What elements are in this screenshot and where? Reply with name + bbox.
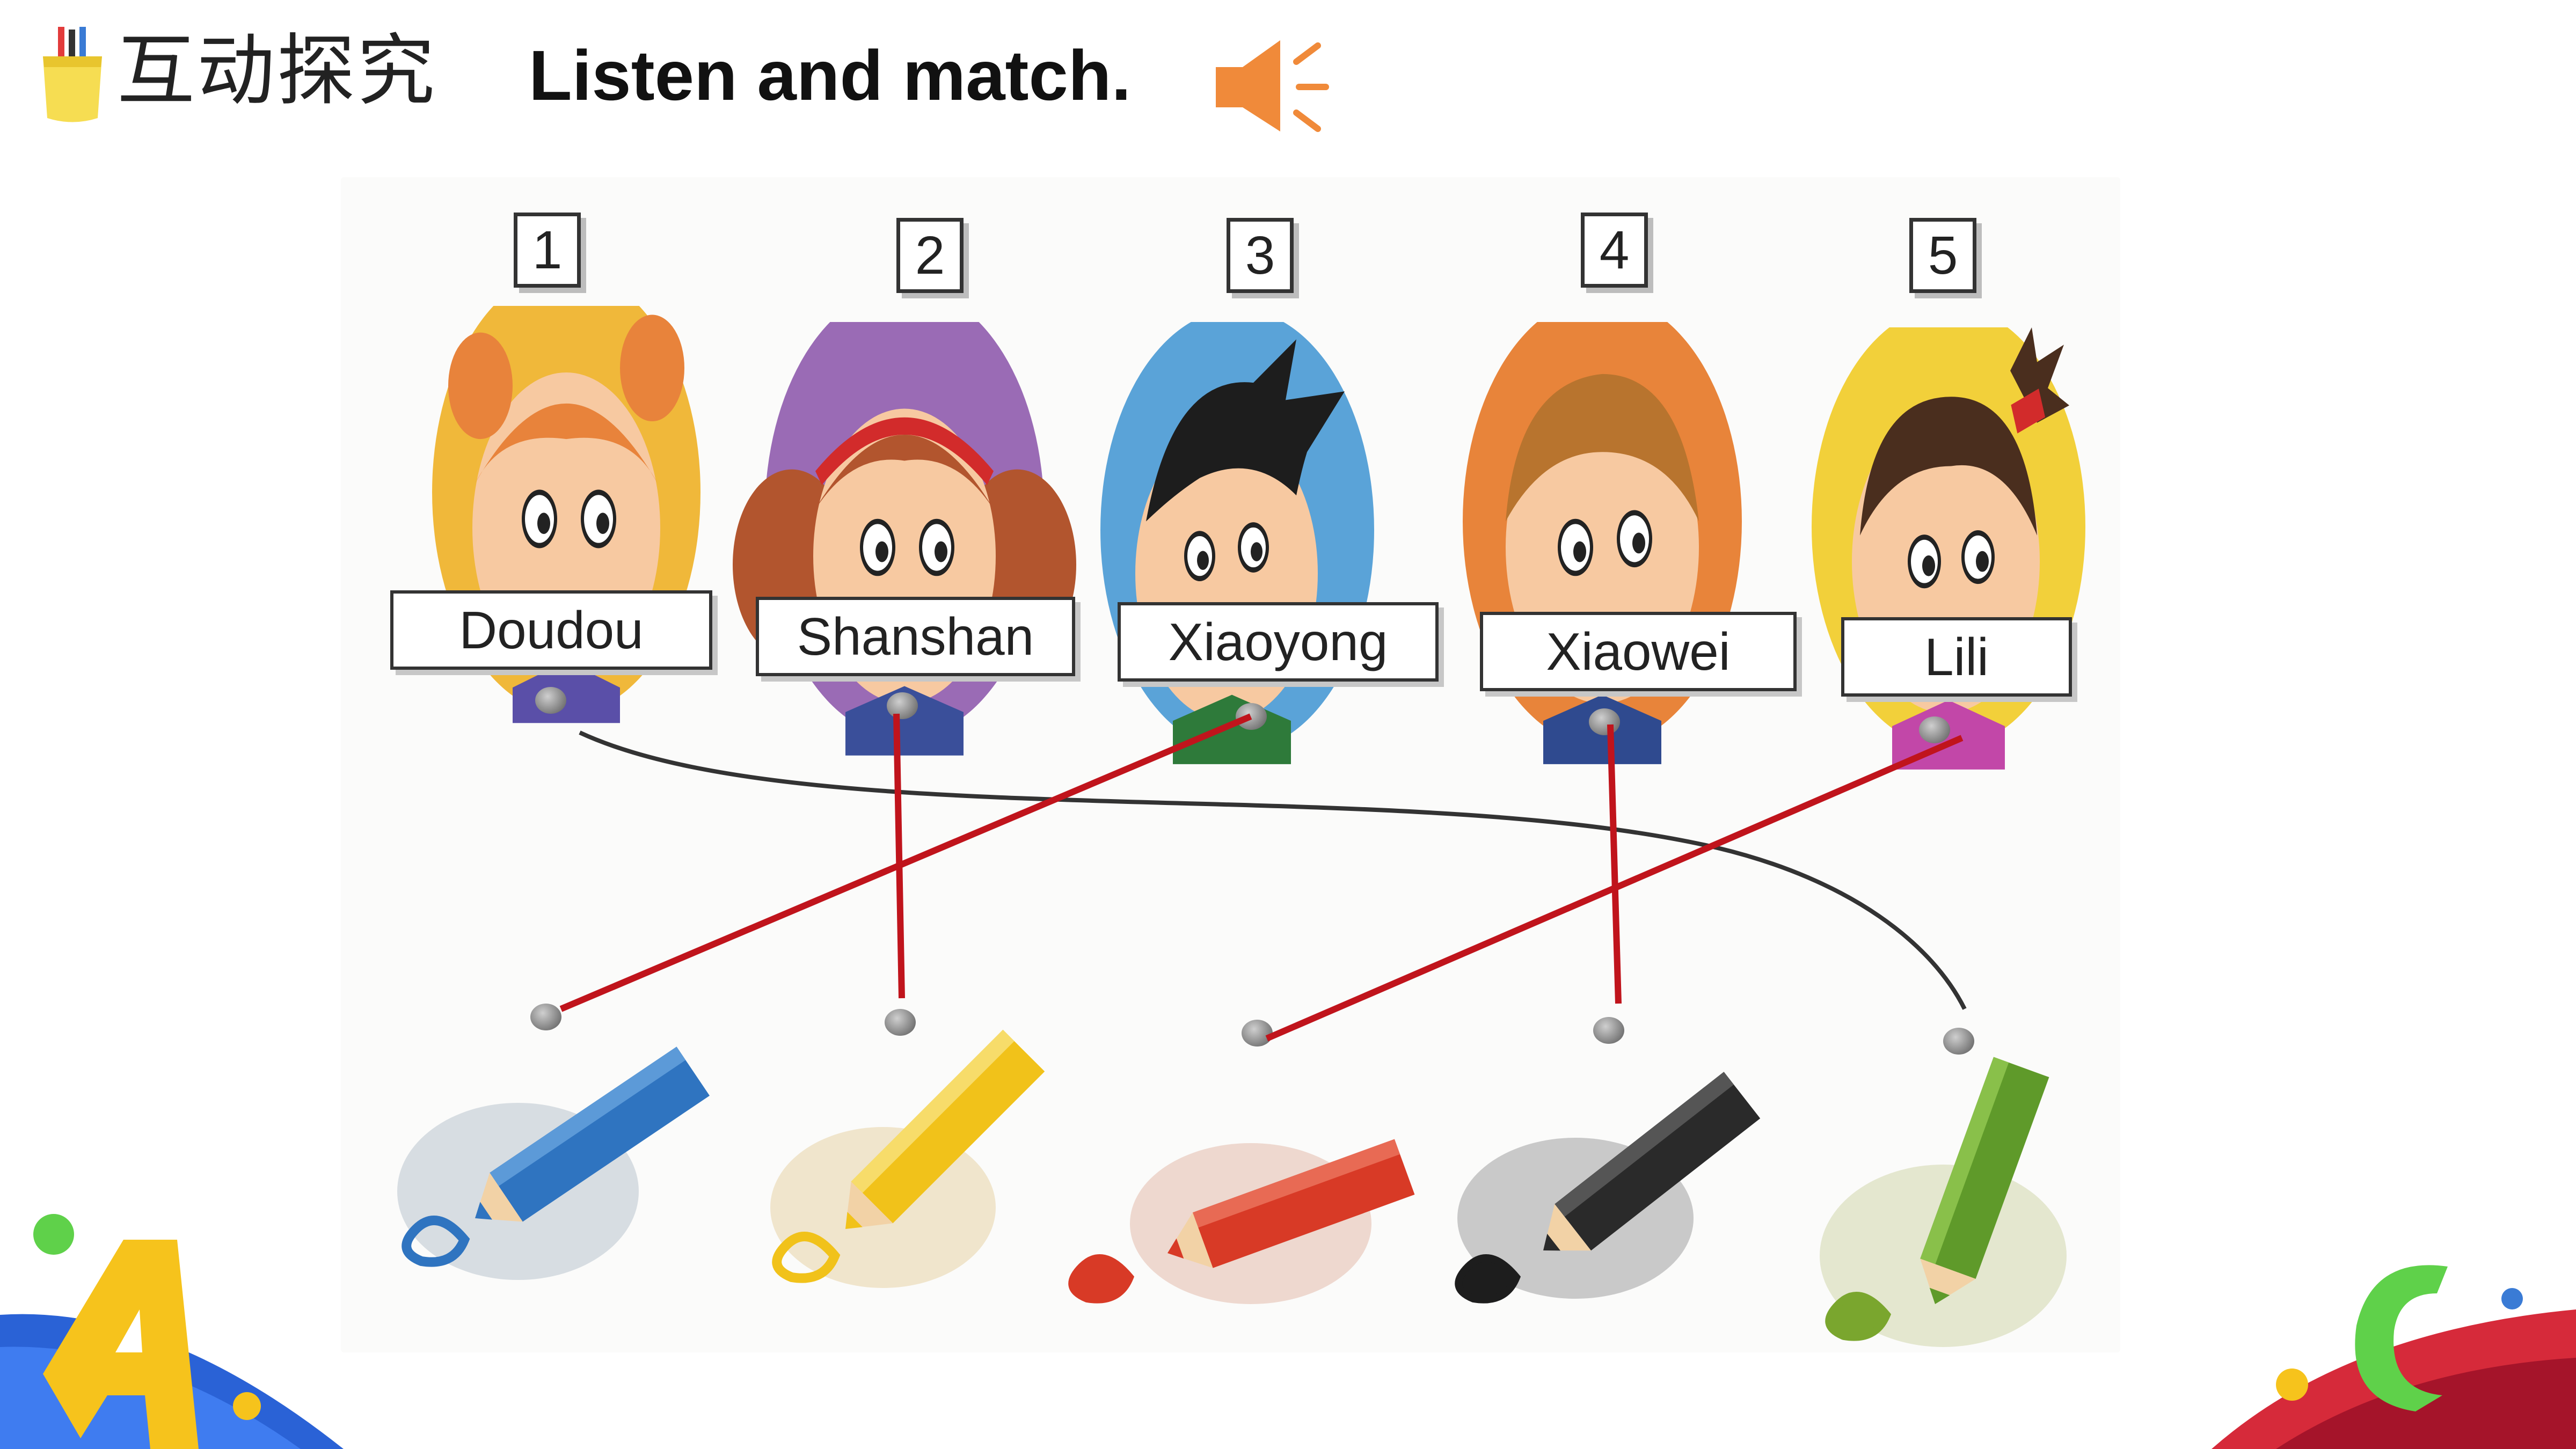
- letter-c-decoration: [2212, 1265, 2576, 1449]
- number-box-5: 5: [1909, 218, 1976, 293]
- section-title: 互动探究: [117, 26, 437, 116]
- pencil-row: [397, 1029, 2067, 1347]
- child-dot-3[interactable]: [1236, 703, 1267, 730]
- pencil-cup-icon: [43, 27, 102, 122]
- name-box-lili: Lili: [1841, 617, 2072, 697]
- speaker-icon[interactable]: [1210, 38, 1334, 134]
- child-dot-5[interactable]: [1919, 716, 1950, 743]
- pencil-green[interactable]: [1820, 1057, 2067, 1347]
- child-dot-1[interactable]: [535, 687, 566, 714]
- pencil-red[interactable]: [1068, 1139, 1415, 1304]
- instruction-text: Listen and match.: [529, 36, 1132, 115]
- portrait-xiaoyong: [1100, 322, 1374, 764]
- number-box-4: 4: [1581, 213, 1648, 288]
- name-box-xiaoyong: Xiaoyong: [1118, 602, 1439, 682]
- exercise-panel: 1 2 3 4 5: [341, 177, 2120, 1352]
- number-box-2: 2: [896, 218, 964, 293]
- portrait-xiaowei: [1463, 322, 1742, 764]
- child-dot-4[interactable]: [1589, 708, 1620, 735]
- letter-a-decoration: [0, 1214, 344, 1449]
- pencil-dot-2[interactable]: [885, 1009, 916, 1036]
- name-box-shanshan: Shanshan: [756, 597, 1075, 676]
- name-box-doudou: Doudou: [390, 590, 712, 670]
- child-dot-2[interactable]: [887, 692, 918, 719]
- pencil-dot-1[interactable]: [530, 1004, 561, 1030]
- name-box-xiaowei: Xiaowei: [1480, 612, 1797, 691]
- pencil-black[interactable]: [1455, 1072, 1761, 1304]
- pencil-blue[interactable]: [397, 1046, 710, 1280]
- portrait-lili: [1812, 327, 2085, 770]
- number-box-1: 1: [514, 213, 581, 288]
- number-box-3: 3: [1227, 218, 1294, 293]
- pencil-yellow[interactable]: [770, 1029, 1045, 1288]
